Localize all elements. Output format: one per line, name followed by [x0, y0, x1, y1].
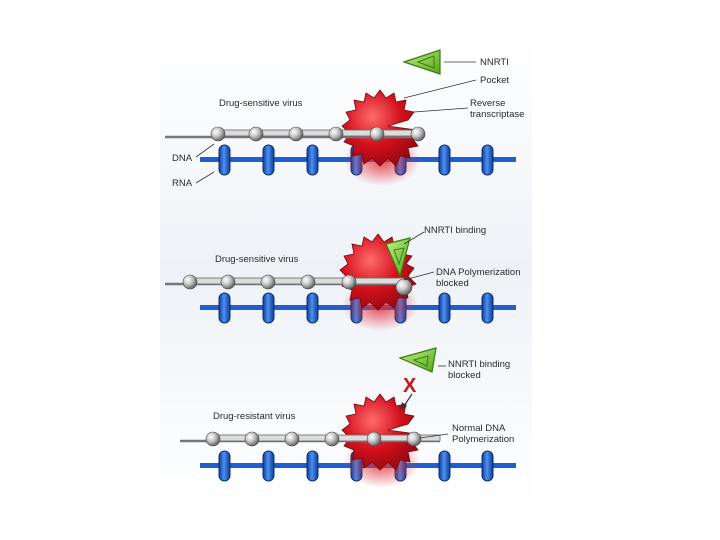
- normal-line1: Normal DNA: [452, 423, 506, 434]
- leader-lines: [403, 231, 435, 281]
- normal-line2: Polymerization: [452, 434, 514, 445]
- binding-blocked-line2: blocked: [448, 370, 481, 381]
- virus-label: Drug-resistant virus: [213, 411, 296, 422]
- leader-lines: [195, 61, 477, 184]
- nnrti-label: NNRTI: [480, 57, 509, 68]
- virus-label: Drug-sensitive virus: [215, 254, 299, 265]
- nnrti-bound: [385, 237, 411, 278]
- dna-strand: [165, 274, 413, 296]
- x-mark: X: [403, 375, 417, 397]
- pocket-label: Pocket: [480, 75, 509, 86]
- nnrti-molecule: [398, 347, 437, 373]
- dna-label: DNA: [172, 153, 193, 164]
- blocked-line2: blocked: [436, 278, 469, 289]
- reverse-transcriptase-enzyme: [341, 393, 419, 471]
- rt-label-line1: Reverse: [470, 98, 505, 109]
- virus-label: Drug-sensitive virus: [219, 98, 303, 109]
- panel-middle: Drug-sensitive virus NNRTI binding DNA P…: [165, 225, 520, 331]
- panel-top: Drug-sensitive virus NNRTI Pocket Revers…: [165, 49, 524, 189]
- binding-label: NNRTI binding: [424, 225, 486, 236]
- dna-strand: [165, 126, 426, 142]
- binding-blocked-line1: NNRTI binding: [448, 359, 510, 370]
- nnrti-molecule: [402, 49, 441, 75]
- rt-label-line2: transcriptase: [470, 109, 524, 120]
- panel-bottom: X Drug-resistant virus NNRTI binding blo…: [180, 347, 516, 488]
- blocked-line1: DNA Polymerization: [436, 267, 520, 278]
- blocked-arrow: [400, 393, 413, 410]
- rna-label: RNA: [172, 178, 193, 189]
- leader-lines: [419, 365, 449, 439]
- dna-strand: [180, 431, 441, 447]
